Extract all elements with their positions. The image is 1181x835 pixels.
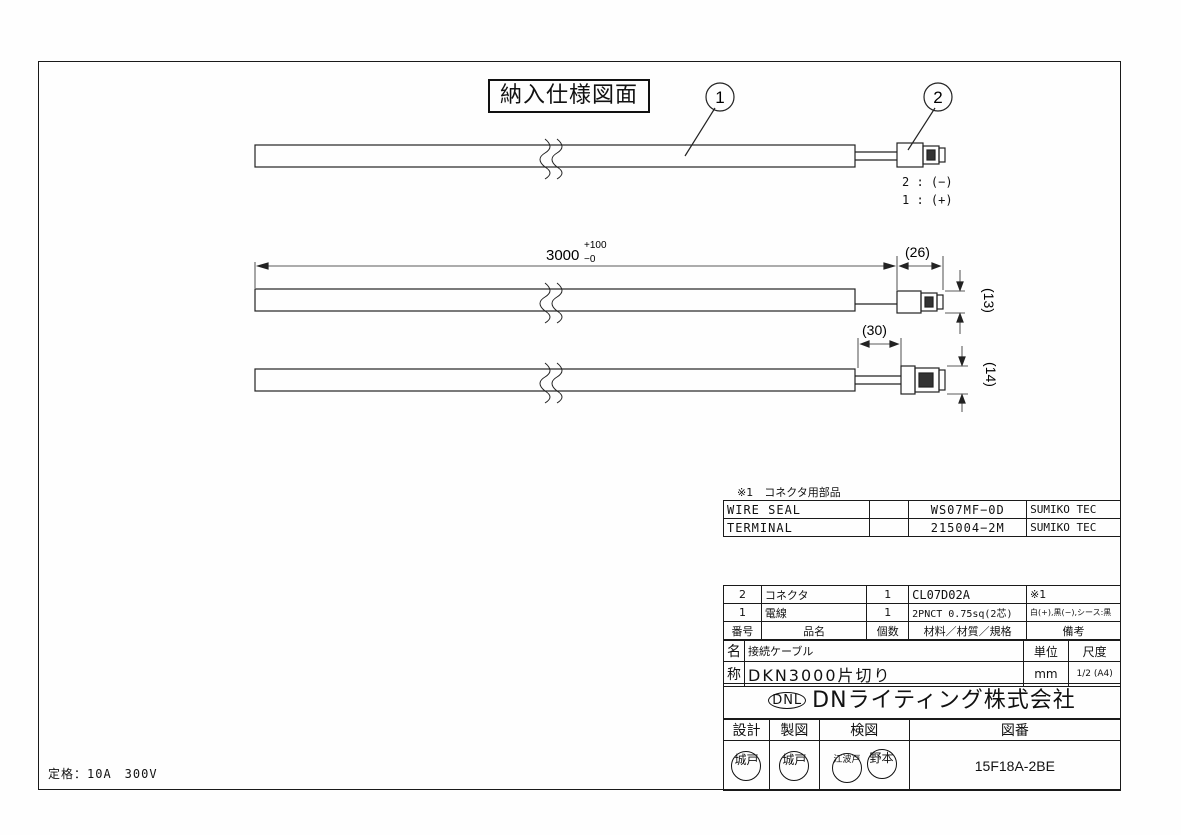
part-qty [868, 518, 910, 537]
bom-material: CL07D02A [908, 585, 1028, 604]
unit-label: 単位 [1022, 640, 1070, 662]
rating-note: 定格：10A 300V [48, 767, 158, 781]
bom-remark: ※1 [1026, 585, 1121, 604]
company-name: DNライティング株式会社 [812, 688, 1076, 713]
bom-qty: 1 [866, 603, 910, 622]
part-name: WIRE SEAL [723, 500, 870, 519]
header-name: 品名 [760, 621, 868, 640]
dim-height-a: (13) [981, 288, 997, 313]
balloon-2-circle [923, 82, 953, 112]
connector-bottom [900, 365, 916, 395]
connector-parts-table: WIRE SEAL WS07MF−0D SUMIKO TEC TERMINAL … [723, 500, 1121, 537]
bom-material: 2PNCT 0.75sq(2芯) [908, 603, 1028, 622]
part-maker: SUMIKO TEC [1026, 500, 1121, 519]
design-label: 設計 [723, 719, 770, 741]
cable-bottom [254, 368, 856, 392]
part-qty [868, 500, 910, 519]
bom-no: 2 [723, 585, 762, 604]
company-logo: DNL [768, 692, 807, 709]
balloon-1: 1 [715, 88, 724, 107]
scale-label: 尺度 [1068, 640, 1121, 662]
check-stamp-2: 野本 [866, 748, 897, 779]
scale-value: 1/2 (A4) [1068, 661, 1121, 687]
company-name-block: DNL DNライティング株式会社 [723, 683, 1121, 719]
dim-strip-b: (30) [862, 322, 887, 338]
balloon-2: 2 [933, 88, 942, 107]
connector-parts-note: ※1 コネクタ用部品 [737, 486, 841, 499]
drawing-sheet-border [38, 61, 1121, 790]
part-name: TERMINAL [723, 518, 870, 537]
signature-block: 設計 製図 検図 図番 城戸 城戸 江波戸 野本 15F18A-2BE [723, 719, 1122, 791]
product-name: DKN3000片切り [744, 661, 1024, 687]
header-remark: 備考 [1026, 621, 1121, 640]
part-maker: SUMIKO TEC [1026, 518, 1121, 537]
bom-table: 2 コネクタ 1 CL07D02A ※1 1 電線 1 2PNCT 0.75sq… [723, 585, 1121, 640]
bom-header-row: 番号 品名 個数 材料／材質／規格 備考 [723, 621, 1121, 640]
header-material: 材料／材質／規格 [908, 621, 1028, 640]
bom-name: コネクタ [760, 585, 868, 604]
table-row: 1 電線 1 2PNCT 0.75sq(2芯) 白(+),黒(−),シース:黒 [723, 603, 1121, 622]
dim-tol-plus: +100 [584, 240, 607, 251]
drawing-number: 15F18A-2BE [908, 740, 1122, 791]
drafting-label: 製図 [768, 719, 820, 741]
connector-middle [896, 290, 922, 314]
bom-remark: 白(+),黒(−),シース:黒 [1026, 603, 1121, 622]
cable-top [254, 144, 856, 168]
dim-length: 3000 [546, 247, 579, 264]
table-row: 2 コネクタ 1 CL07D02A ※1 [723, 585, 1121, 604]
name-sub: 接続ケーブル [744, 640, 1024, 662]
balloon-1-circle [705, 82, 735, 112]
table-row: TERMINAL 215004−2M SUMIKO TEC [723, 518, 1121, 537]
page-title: 納入仕様図面 [488, 79, 650, 113]
drawing-no-label: 図番 [908, 719, 1122, 741]
bom-qty: 1 [866, 585, 910, 604]
part-number: 215004−2M [908, 518, 1028, 537]
title-block-name: 名 接続ケーブル 単位 尺度 称 DKN3000片切り mm 1/2 (A4) [723, 640, 1121, 687]
cable-middle [254, 288, 856, 312]
name-label-1: 名 [723, 640, 745, 662]
dim-strip-a: (26) [905, 244, 930, 260]
name-label-2: 称 [723, 661, 745, 687]
header-qty: 個数 [866, 621, 910, 640]
part-number: WS07MF−0D [908, 500, 1028, 519]
drafting-stamp: 城戸 [779, 750, 810, 781]
table-row: WIRE SEAL WS07MF−0D SUMIKO TEC [723, 500, 1121, 519]
design-stamp: 城戸 [731, 750, 762, 781]
bom-name: 電線 [760, 603, 868, 622]
dim-tol-minus: −0 [584, 254, 596, 265]
bom-no: 1 [723, 603, 762, 622]
pin-2-label: 2 : (−) [902, 175, 953, 189]
dim-height-b: (14) [983, 362, 999, 387]
check-stamp-1: 江波戸 [832, 752, 863, 783]
header-no: 番号 [723, 621, 762, 640]
pin-1-label: 1 : (+) [902, 193, 953, 207]
check-label: 検図 [818, 719, 910, 741]
